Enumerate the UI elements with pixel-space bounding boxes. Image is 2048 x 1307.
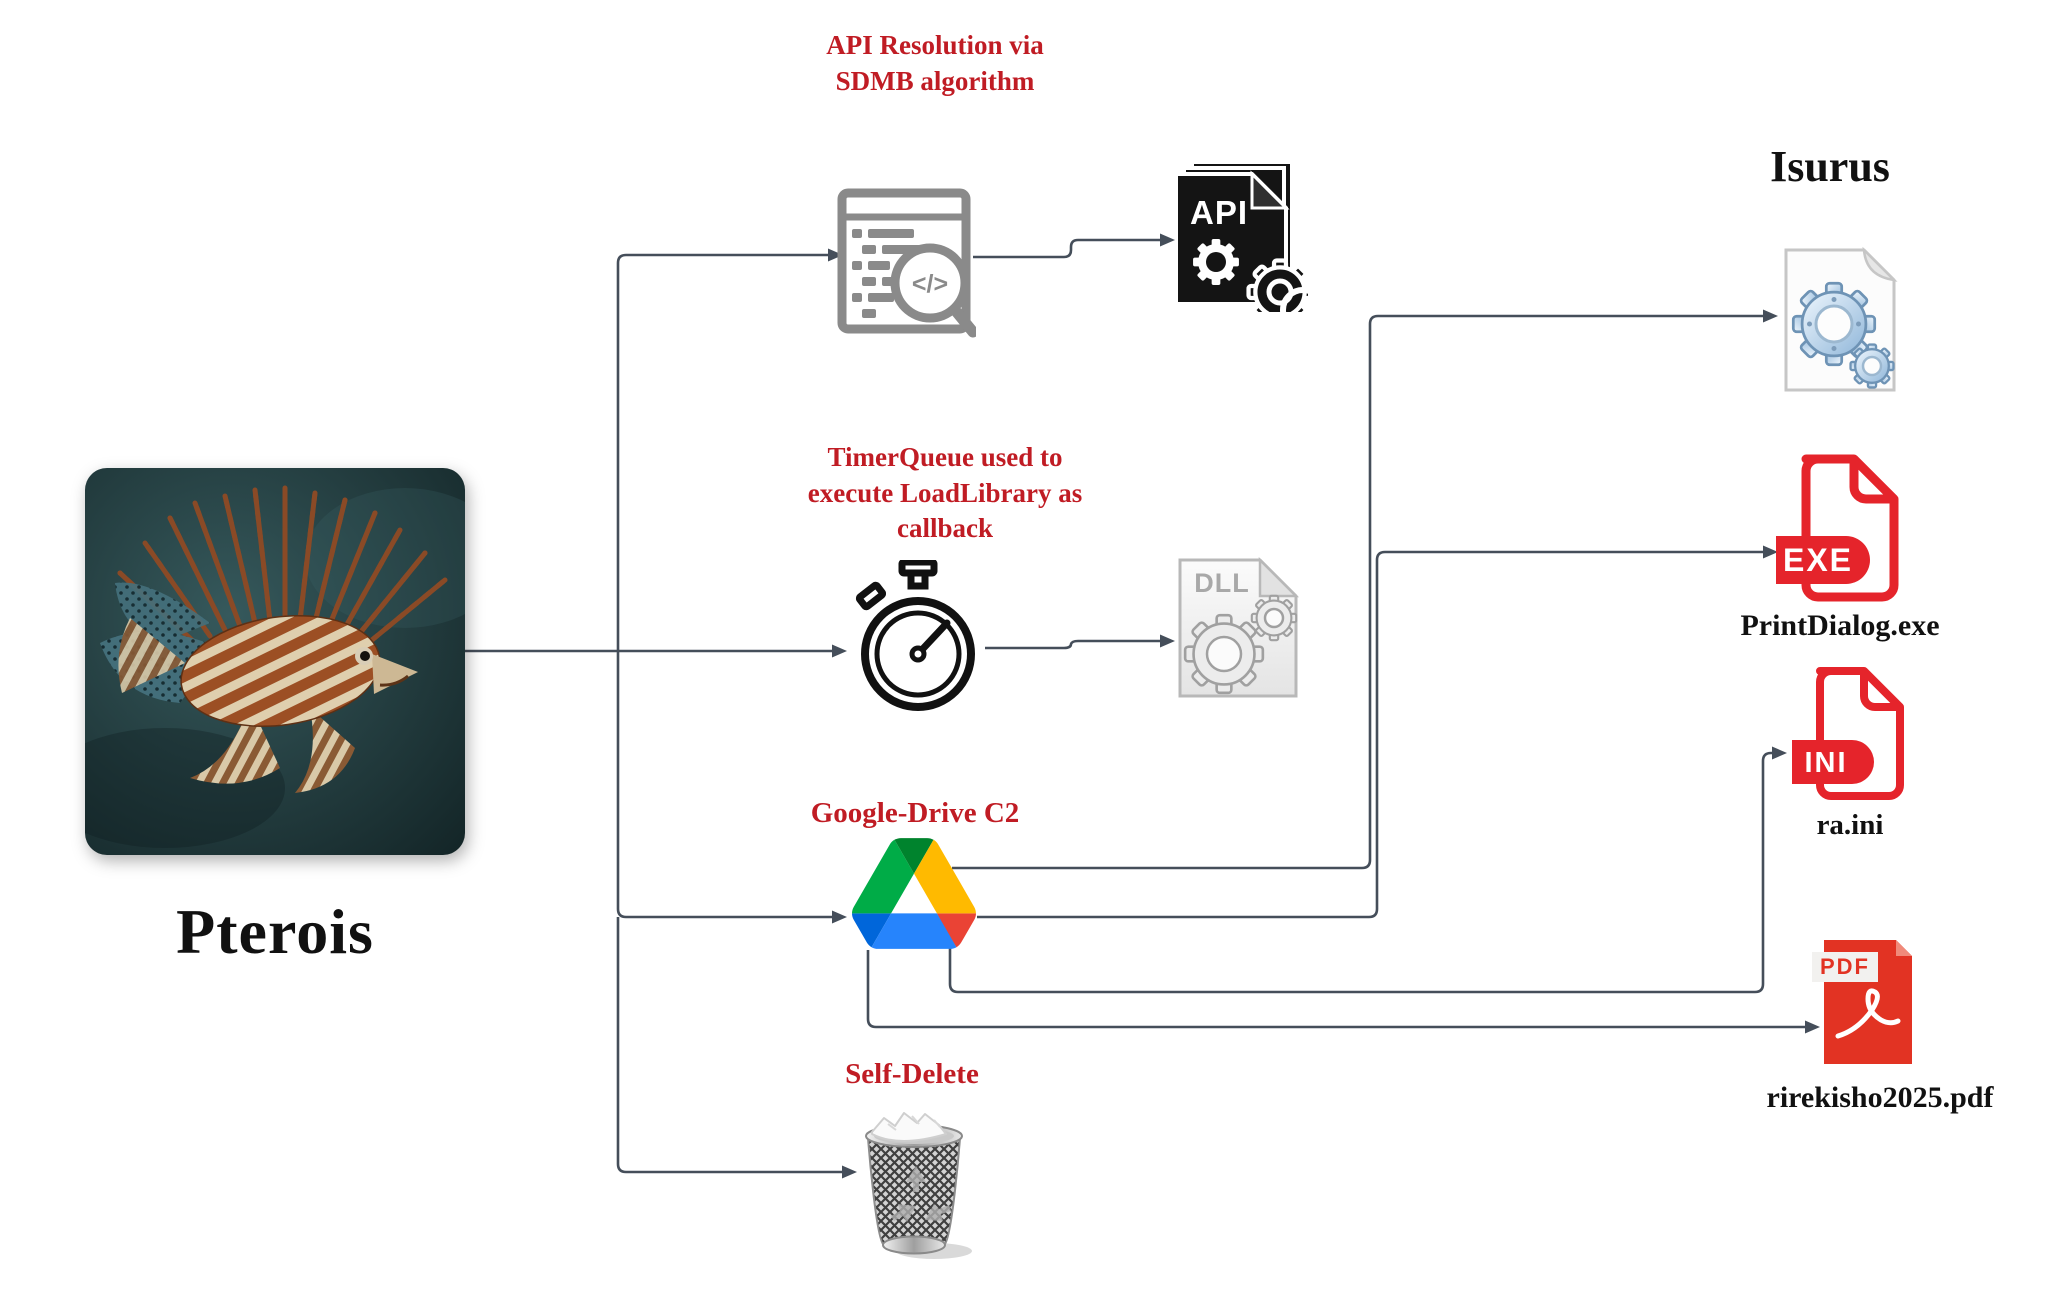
recycle-emblem [891,1166,951,1222]
annotation-line: API Resolution via [826,30,1044,60]
google-drive-icon [852,838,976,949]
stopwatch-icon [855,560,975,711]
ini-file-icon: INI [1792,667,1904,800]
edge-trunk-to-recycle-bin [616,917,842,1174]
annotation-line: SDMB algorithm [835,65,1035,96]
pdf-file-icon: PDF [1812,940,1912,1064]
dll-badge: DLL [1194,568,1249,598]
code-glyph: </> [912,270,948,298]
edge-drive-to-isurus [952,314,1763,870]
edge-drive-to-ini [948,751,1773,994]
lionfish-image [85,468,465,855]
api-badge: API [1190,194,1248,231]
annotation-api-resolution: API Resolution via SDMB algorithm [735,28,1135,99]
pdf-badge: PDF [1820,954,1870,979]
acrobat-swoosh [1835,988,1901,1039]
exe-file-label: PrintDialog.exe [1740,609,1940,642]
arrowheads [828,233,1820,1179]
annotation-line: Google-Drive C2 [810,797,1020,829]
source-label: Pterois [176,896,374,967]
edge-drive-to-pdf [866,950,1805,1029]
windows-dll-page-icon [1784,246,1898,392]
ini-file-label: ra.ini [1816,809,1884,841]
exe-file-icon: EXE [1776,454,1899,602]
annotation-google-drive-c2: Google-Drive C2 [715,794,1115,832]
dll-file-gears-icon: DLL [1178,556,1300,698]
annotation-self-delete: Self-Delete [712,1055,1112,1093]
annotation-line: callback [896,513,993,544]
lionfish [100,485,448,793]
annotation-line: Self-Delete [845,1058,979,1090]
code-scan-magnifier-icon: </> [837,188,976,338]
edge-trunk-to-drive [616,651,832,919]
edge-drive-to-exe [977,550,1763,919]
edge-code-review-to-api [973,238,1160,259]
ini-badge: INI [1804,747,1847,779]
pdf-file-label: rirekisho2025.pdf [1766,1081,1994,1114]
isurus-title: Isurus [1770,142,1890,191]
edge-trunk-to-code-review [616,253,828,651]
api-document-gears-icon: API [1176,162,1308,312]
recycle-bin-icon [865,1112,972,1259]
annotation-line: execute LoadLibrary as [807,477,1083,508]
exe-badge: EXE [1783,542,1853,578]
annotation-line: TimerQueue used to [827,442,1063,472]
annotation-timer-queue: TimerQueue used to execute LoadLibrary a… [745,440,1145,547]
edge-stopwatch-to-dll [985,639,1160,650]
